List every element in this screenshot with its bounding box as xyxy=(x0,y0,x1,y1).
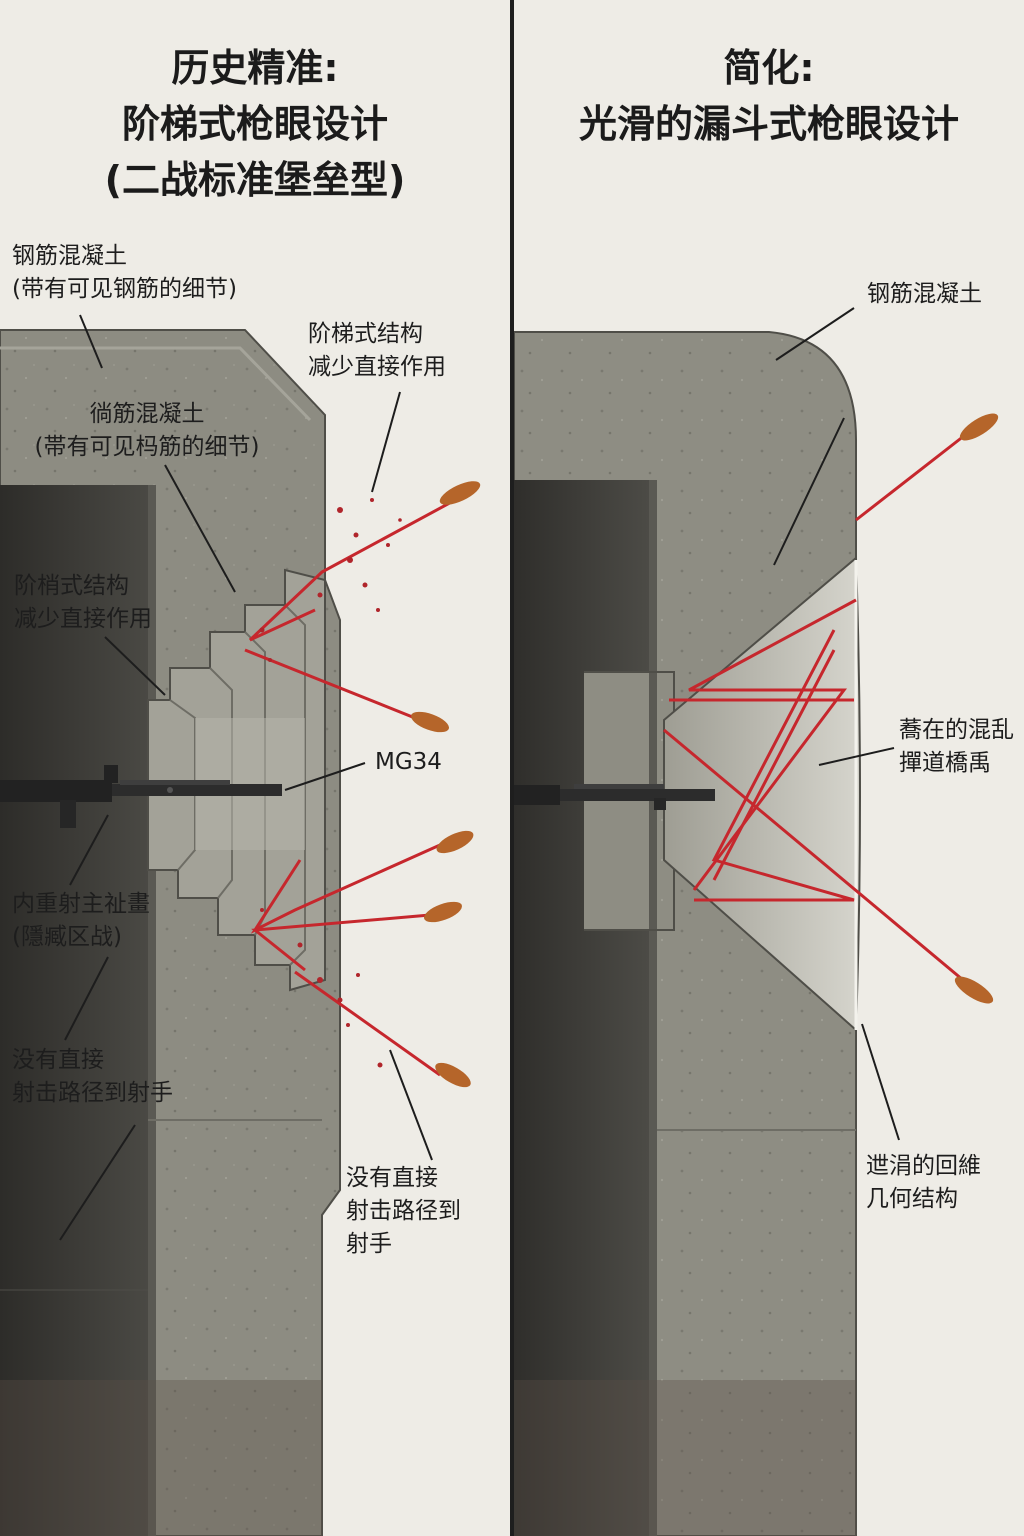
label-concrete-right-text: 钢筋混凝土 xyxy=(867,281,982,307)
label-interior-line-1: 内重射主祉畫 xyxy=(12,891,150,917)
label-concrete-top: 钢筋混凝土 (带有可见钢筋的细节) xyxy=(12,240,237,306)
label-concrete-top-line-1: 钢筋混凝土 xyxy=(12,243,127,269)
label-chaotic-line-2: 撣道橋禹 xyxy=(899,750,991,776)
machine-gun-icon-right xyxy=(514,784,715,810)
label-stepped-top: 阶梯式结构 减少直接作用 xyxy=(308,318,446,384)
bullet-icon xyxy=(411,481,481,1088)
panel-divider xyxy=(510,0,514,1536)
left-panel: 历史精准: 阶梯式枪眼设计 (二战标准堡垒型) 钢筋混凝土 (带有可见钢筋的细节… xyxy=(0,0,510,1536)
label-no-path-left-line-2: 射击路径到射手 xyxy=(12,1080,173,1106)
label-stepped-top-line-2: 减少直接作用 xyxy=(308,354,446,380)
label-chaotic-line-1: 蕎在的混乱 xyxy=(899,717,1014,743)
label-no-path-bottom-line-1: 没有直接 xyxy=(346,1165,438,1191)
label-concrete-top-line-2: (带有可见钢筋的细节) xyxy=(12,276,237,302)
label-no-path-bottom-line-2: 射击路径到 xyxy=(346,1198,461,1224)
label-stepped-mid-line-2: 减少直接作用 xyxy=(14,606,152,632)
left-title-line-1: 历史精准: xyxy=(171,46,339,90)
label-no-path-bottom: 没有直接 射击路径到 射手 xyxy=(346,1162,461,1261)
label-concrete-mid-line-2: (帯有可见杩筋的细节) xyxy=(34,434,260,460)
label-stepped-mid: 阶梢式结构 减少直接作用 xyxy=(14,570,152,636)
left-title: 历史精准: 阶梯式枪眼设计 (二战标准堡垒型) xyxy=(0,40,510,208)
label-concrete-mid: 徜筋混凝土 (帯有可见杩筋的细节) xyxy=(12,398,282,464)
machine-gun-icon xyxy=(0,765,282,828)
ricochet-lines xyxy=(244,490,471,1077)
ricochet-lines-right xyxy=(663,430,970,987)
right-title: 简化: 光滑的漏斗式枪眼设计 xyxy=(514,40,1024,152)
label-no-path-left: 没有直接 射击路径到射手 xyxy=(12,1044,173,1110)
label-mg34-text: MG34 xyxy=(375,749,442,775)
stepped-embrasure-diagram xyxy=(0,314,481,1536)
debris-icon xyxy=(259,498,402,1068)
label-no-path-bottom-line-3: 射手 xyxy=(346,1231,392,1257)
label-interior: 内重射主祉畫 (隱臧区战) xyxy=(12,888,150,954)
interior-room-right xyxy=(514,480,649,1536)
left-title-line-3: (二战标准堡垒型) xyxy=(104,158,406,202)
label-smooth-line-2: 几何结构 xyxy=(866,1186,958,1212)
label-smooth: 迣涓的回維 几何结构 xyxy=(866,1150,981,1216)
label-concrete-mid-line-1: 徜筋混凝土 xyxy=(89,401,205,427)
right-panel: 简化: 光滑的漏斗式枪眼设计 钢筋混凝土 蕎在的混乱 撣道橋禹 迣涓的回維 几何… xyxy=(514,0,1024,1536)
label-mg34: MG34 xyxy=(375,746,442,779)
right-title-line-1: 简化: xyxy=(723,46,815,90)
funnel-embrasure-diagram xyxy=(514,307,999,1536)
bullet-icon-right xyxy=(954,413,999,1004)
label-concrete-right: 钢筋混凝土 xyxy=(867,278,982,311)
label-chaotic: 蕎在的混乱 撣道橋禹 xyxy=(899,714,1014,780)
left-title-line-2: 阶梯式枪眼设计 xyxy=(121,102,388,146)
right-title-line-2: 光滑的漏斗式枪眼设计 xyxy=(578,102,959,146)
label-interior-line-2: (隱臧区战) xyxy=(12,924,122,950)
label-stepped-mid-line-1: 阶梢式结构 xyxy=(14,573,129,599)
label-smooth-line-1: 迣涓的回維 xyxy=(866,1153,981,1179)
label-no-path-left-line-1: 没有直接 xyxy=(12,1047,104,1073)
interior-room xyxy=(0,485,148,1536)
label-stepped-top-line-1: 阶梯式结构 xyxy=(308,321,423,347)
